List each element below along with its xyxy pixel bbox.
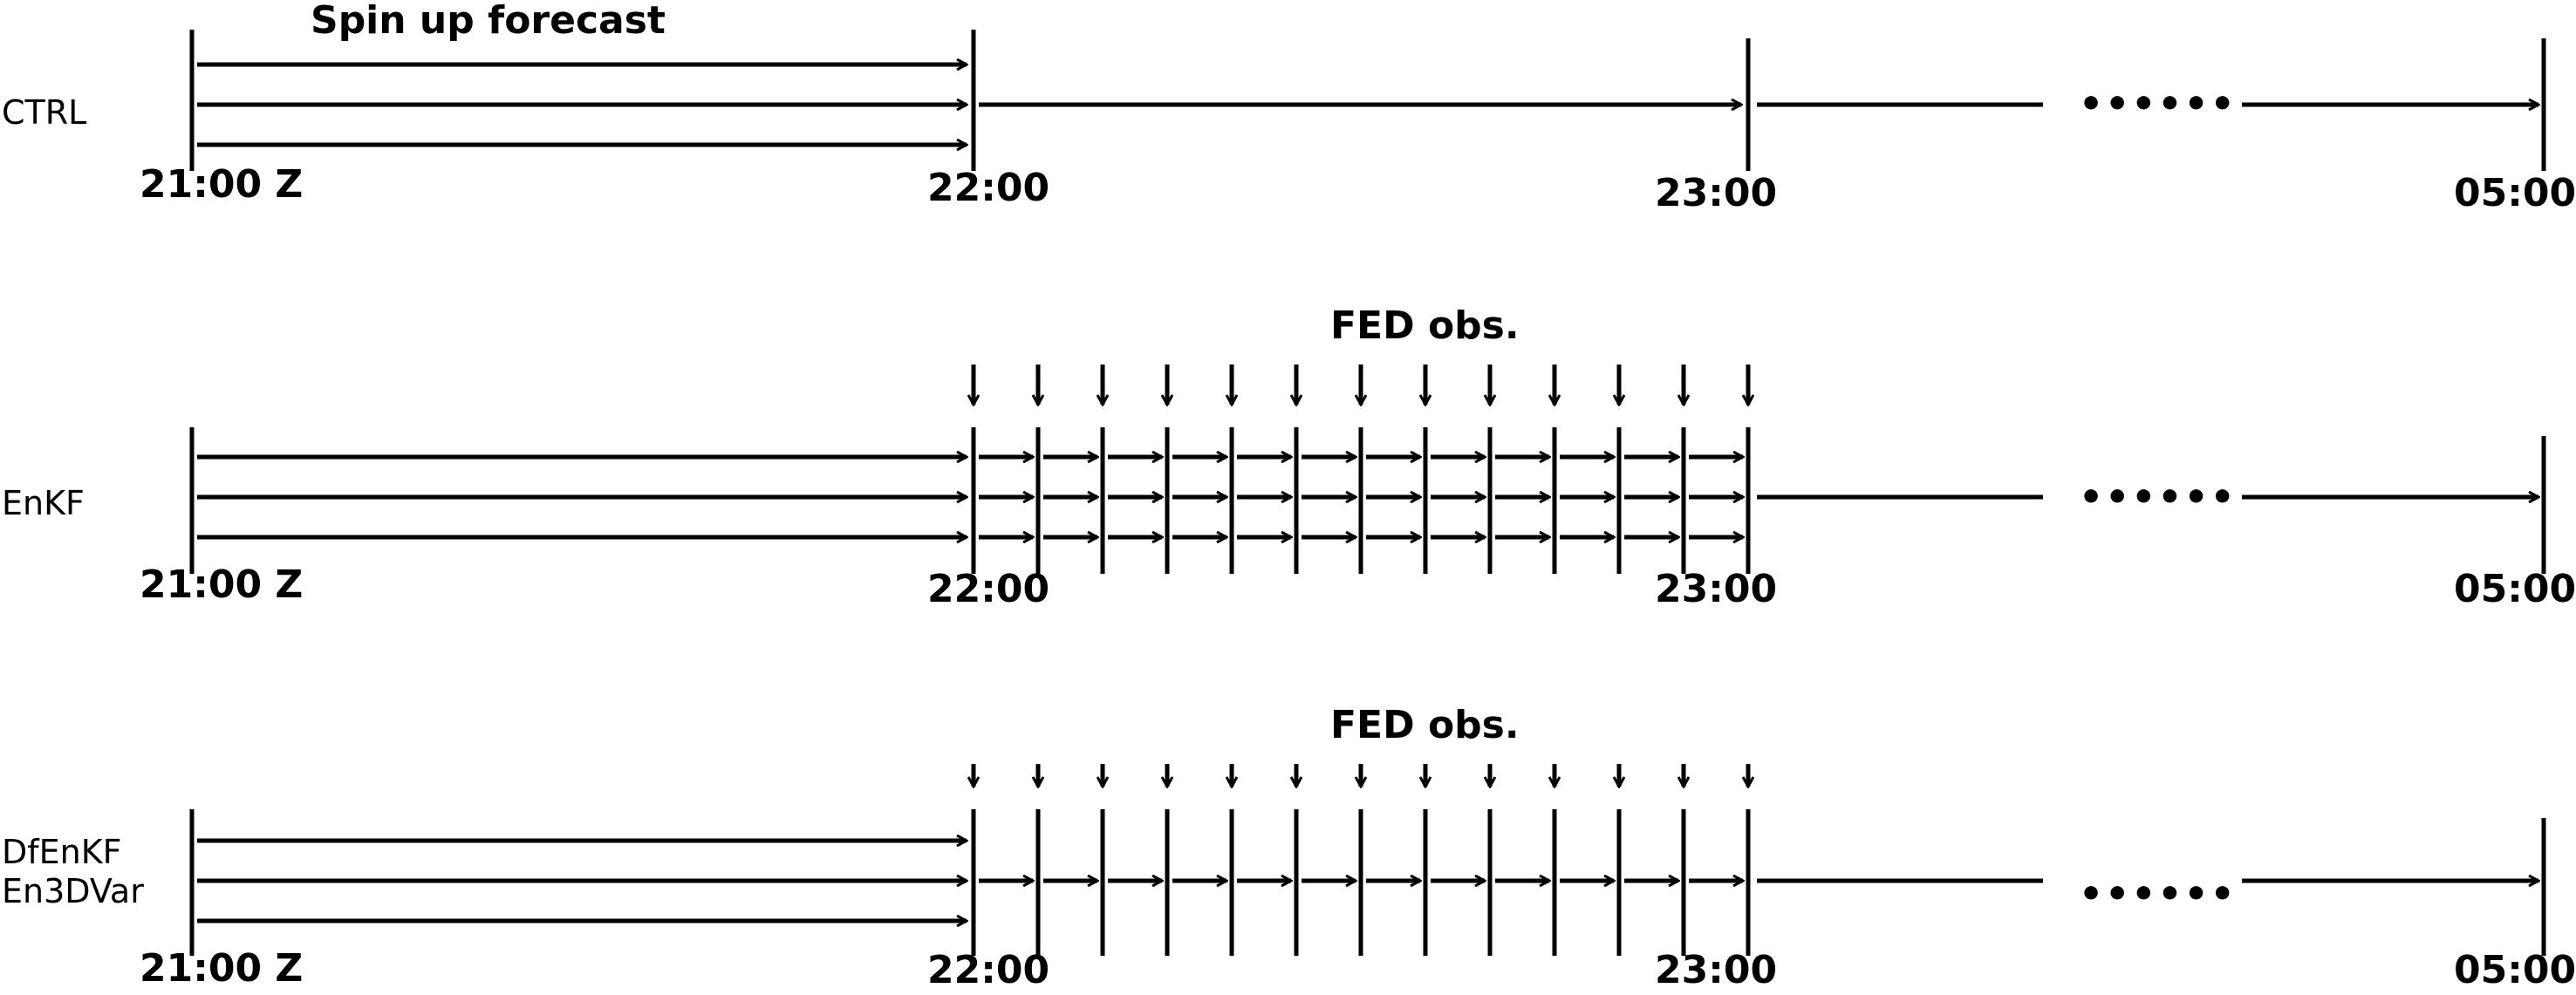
ellipsis: •••••• [2079,475,2237,520]
fed-obs-title: FED obs. [1330,703,1520,747]
timeline-dfenkf [189,764,2546,956]
time-label-2300: 23:00 [1655,171,1777,215]
time-label-2300: 23:00 [1655,567,1777,611]
ellipsis: •••••• [2079,872,2237,917]
time-label-2100: 21:00 Z [140,946,303,991]
fed-obs-title: FED obs. [1330,303,1520,348]
timeline-enkf [189,365,2546,574]
time-label-0500: 05:00 [2454,948,2576,992]
spin-up-title: Spin up forecast [311,0,666,43]
time-label-0500: 05:00 [2454,567,2576,611]
row-enkf: EnKF FED obs. 21:00 Z 22:00 23:00 05:00 … [2,303,2576,611]
time-label-0500: 05:00 [2454,171,2576,215]
row-label-dfenkf-line-1: DfEnKF [2,833,122,871]
ellipsis: •••••• [2079,82,2237,126]
time-label-2200: 22:00 [927,567,1049,611]
row-label-enkf-line-1: EnKF [2,484,85,522]
time-label-2300: 23:00 [1655,948,1777,992]
row-ctrl: CTRL Spin up forecast 21:00 Z 22:00 23:0… [2,0,2576,215]
timeline-ctrl [189,30,2546,171]
row-dfenkf-en3dvar: DfEnKF En3DVar FED obs. 21:00 Z 22:00 23… [2,703,2576,992]
row-label-dfenkf-line-2: En3DVar [2,872,144,910]
time-label-2100: 21:00 Z [140,162,303,207]
time-label-2200: 22:00 [927,166,1049,210]
time-label-2100: 21:00 Z [140,562,303,607]
time-label-2200: 22:00 [927,948,1049,992]
row-label-ctrl-line-1: CTRL [2,93,86,132]
